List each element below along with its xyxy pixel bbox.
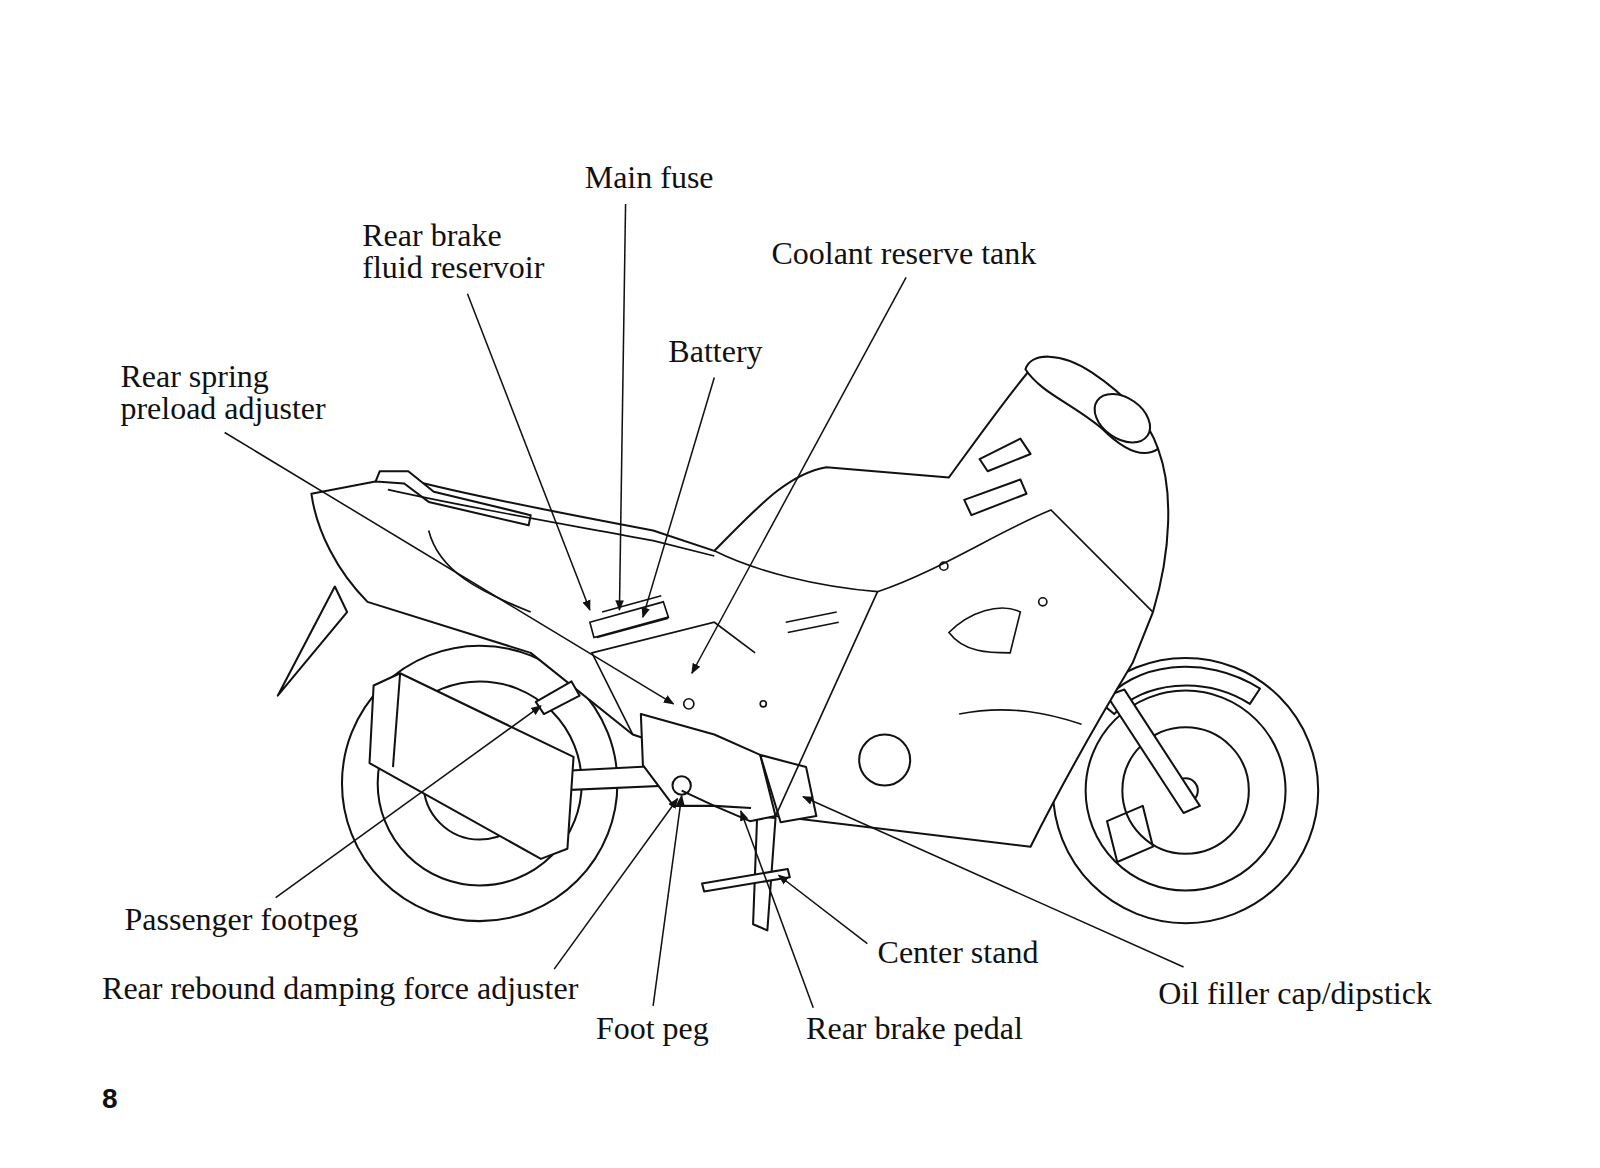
grab-rail <box>376 471 531 525</box>
leader-line <box>803 797 1183 967</box>
page-number: 8 <box>102 1085 118 1113</box>
tail-line <box>429 530 531 612</box>
rear-brake-pedal <box>682 791 751 808</box>
side-cover <box>592 622 755 734</box>
part-label: Rear brake fluid reservoir <box>362 219 554 283</box>
bolt <box>684 699 694 709</box>
front-fork <box>1107 690 1200 813</box>
seat-line <box>388 490 714 556</box>
fairing-seam <box>714 551 877 816</box>
part-label: Battery <box>668 335 762 367</box>
part-label: Rear spring preload adjuster <box>120 360 338 424</box>
footpeg-bracket <box>641 714 776 821</box>
leader-line <box>779 875 868 943</box>
leader-lines <box>225 204 1184 1008</box>
leader-line <box>643 377 714 617</box>
lower-fairing-line <box>959 710 1081 724</box>
muffler-end <box>393 673 400 767</box>
tank-vent <box>786 612 839 632</box>
fairing-line <box>878 510 1153 612</box>
leader-line <box>554 799 677 969</box>
part-label: Main fuse <box>585 161 714 193</box>
mirror <box>1086 384 1160 453</box>
passenger-footpeg <box>536 681 580 714</box>
part-label: Coolant reserve tank <box>771 237 1036 269</box>
brake-reservoir-front <box>980 439 1031 472</box>
leader-line <box>653 796 682 1006</box>
part-label: Passenger footpeg <box>124 903 358 935</box>
foot-peg <box>672 776 690 794</box>
part-label: Foot peg <box>596 1012 709 1044</box>
leader-line <box>741 811 813 1008</box>
bolt <box>940 562 948 570</box>
part-label: Center stand <box>878 936 1039 968</box>
bolt <box>1039 598 1047 606</box>
side-vents <box>590 596 669 638</box>
part-label: Rear brake pedal <box>806 1012 1023 1044</box>
leader-line <box>276 706 541 898</box>
handlebar-grip <box>964 479 1026 515</box>
part-label: Rear rebound damping force adjuster <box>102 972 578 1004</box>
leader-line <box>467 294 589 610</box>
rear-fender <box>278 587 347 696</box>
leader-line <box>225 433 674 704</box>
fairing-vent <box>949 608 1020 653</box>
center-stand-foot <box>702 869 790 891</box>
bolt <box>760 701 766 707</box>
oil-window <box>859 734 910 785</box>
leader-line <box>619 204 625 610</box>
part-label: Oil filler cap/dipstick <box>1158 977 1432 1009</box>
